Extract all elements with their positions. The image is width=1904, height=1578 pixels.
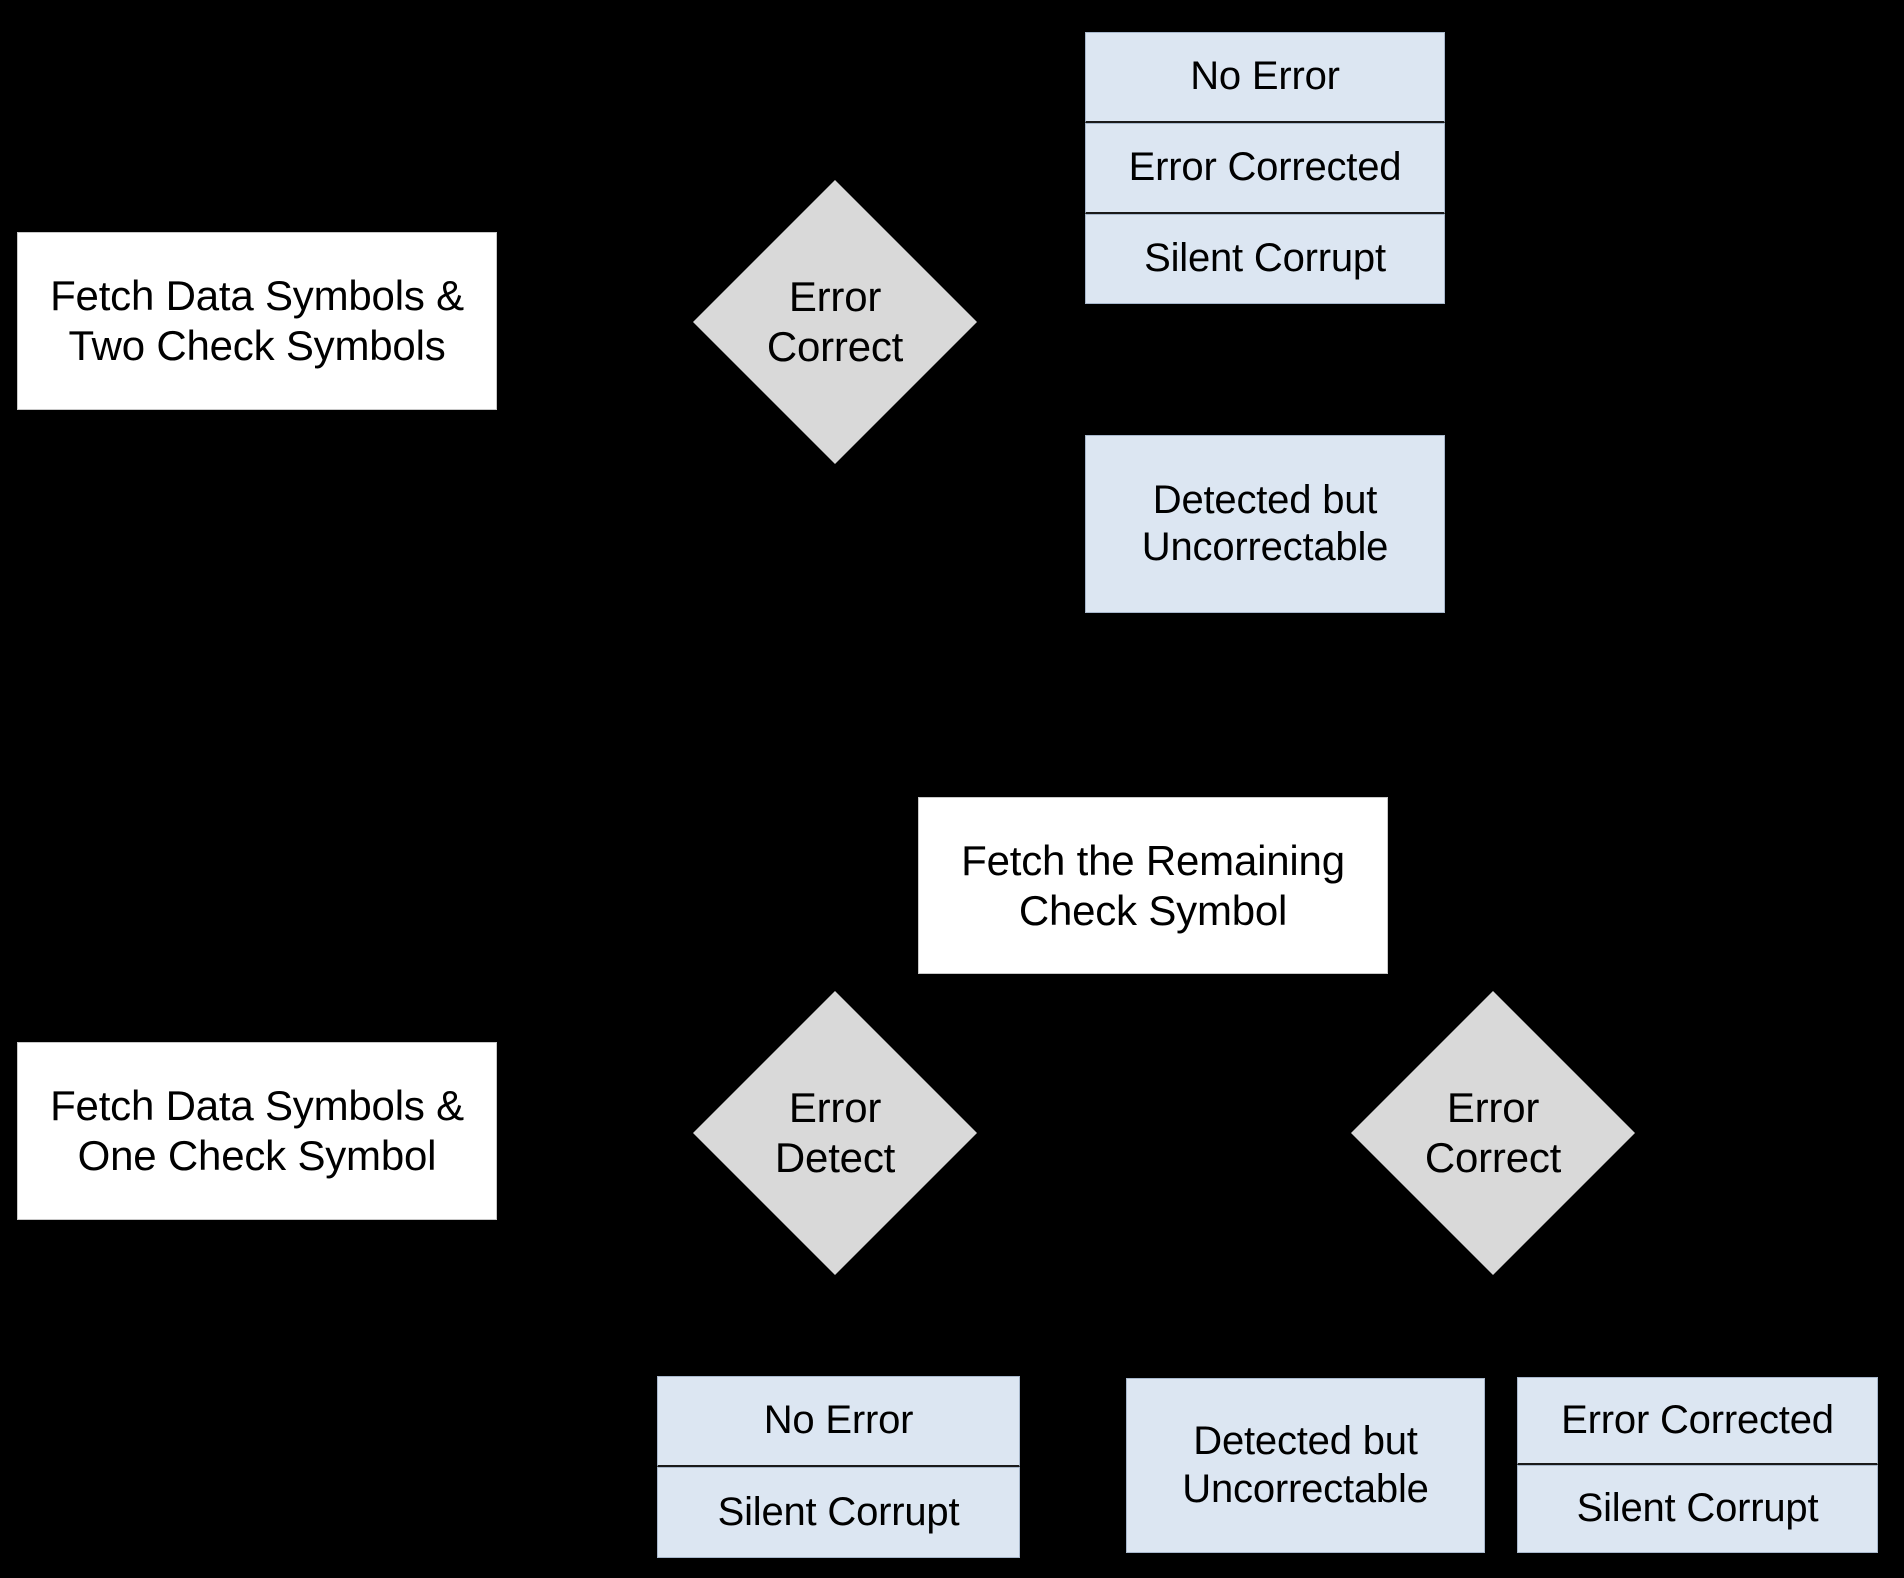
decision-error-detect-label: Error Detect [774, 1083, 896, 1181]
outcome-top-silent-corrupt-label: Silent Corrupt [1144, 236, 1386, 281]
outcome-top-detected-but-uncorrectable-label: Detected but Uncorrectable [1141, 477, 1389, 569]
process-fetch-one-check-symbol: Fetch Data Symbols & One Check Symbol [17, 1042, 497, 1220]
outcome-top-error-corrected: Error Corrected [1085, 123, 1445, 214]
outcome-top-error-corrected-label: Error Corrected [1128, 145, 1402, 190]
process-fetch-remaining-check-symbol-label: Fetch the Remaining Check Symbol [961, 836, 1345, 934]
decision-error-correct-top-label: Error Correct [766, 272, 904, 370]
process-fetch-remaining-check-symbol: Fetch the Remaining Check Symbol [918, 797, 1388, 974]
outcome-correct-detected-but-uncorrectable-label: Detected but Uncorrectable [1182, 1419, 1429, 1511]
outcome-correct-detected-but-uncorrectable: Detected but Uncorrectable [1126, 1378, 1485, 1553]
outcome-top-no-error: No Error [1085, 32, 1445, 123]
outcome-top-silent-corrupt: Silent Corrupt [1085, 214, 1445, 304]
outcome-correct-silent-corrupt: Silent Corrupt [1517, 1465, 1878, 1553]
outcome-detect-no-error: No Error [657, 1376, 1020, 1467]
decision-error-correct-top: Error Correct [693, 180, 977, 464]
outcome-correct-silent-corrupt-label: Silent Corrupt [1576, 1486, 1819, 1531]
outcome-detect-silent-corrupt: Silent Corrupt [657, 1467, 1020, 1558]
process-fetch-two-check-symbols: Fetch Data Symbols & Two Check Symbols [17, 232, 497, 410]
outcome-detect-silent-corrupt-label: Silent Corrupt [717, 1489, 960, 1534]
outcome-correct-error-corrected-label: Error Corrected [1561, 1397, 1834, 1442]
decision-error-detect: Error Detect [693, 991, 977, 1275]
outcome-detect-no-error-label: No Error [763, 1398, 914, 1443]
outcome-correct-error-corrected: Error Corrected [1517, 1377, 1878, 1465]
decision-error-correct-bottom: Error Correct [1351, 991, 1635, 1275]
process-fetch-one-check-symbol-label: Fetch Data Symbols & One Check Symbol [50, 1082, 464, 1179]
process-fetch-two-check-symbols-label: Fetch Data Symbols & Two Check Symbols [50, 272, 464, 369]
outcome-top-detected-but-uncorrectable: Detected but Uncorrectable [1085, 435, 1445, 613]
decision-error-correct-bottom-label: Error Correct [1424, 1083, 1562, 1181]
outcome-top-no-error-label: No Error [1190, 54, 1340, 99]
